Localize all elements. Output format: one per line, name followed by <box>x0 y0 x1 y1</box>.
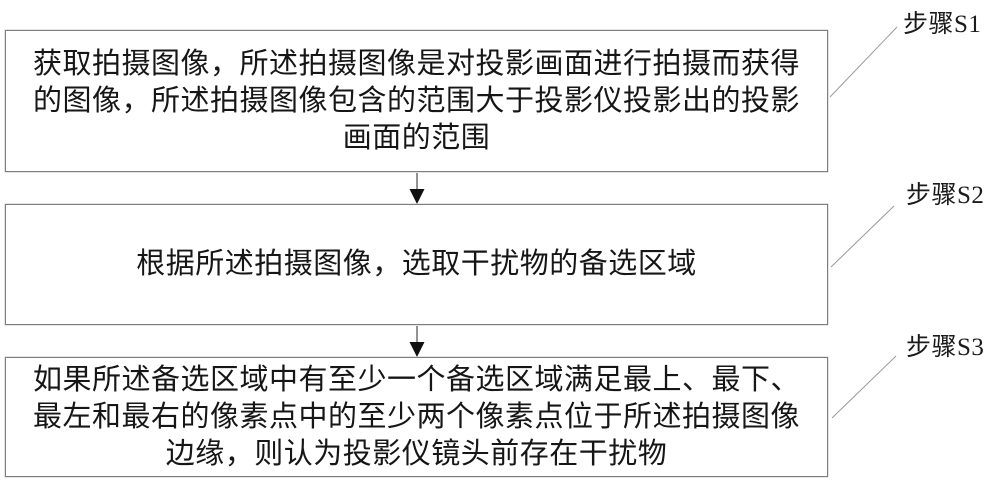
arrowhead-down-icon <box>409 189 425 204</box>
step-label-s1: 步骤S1 <box>903 11 982 38</box>
step-s2-text: 根据所述拍摄图像，选取干扰物的备选区域 <box>136 248 697 280</box>
step-box-s3: 如果所述备选区域中有至少一个备选区域满足最上、最下、最左和最右的像素点中的至少两… <box>5 357 828 477</box>
step-box-s1: 获取拍摄图像，所述拍摄图像是对投影画面进行拍摄而获得的图像，所述拍摄图像包含的范… <box>5 30 828 172</box>
step-s1-text: 获取拍摄图像，所述拍摄图像是对投影画面进行拍摄而获得的图像，所述拍摄图像包含的范… <box>32 47 800 154</box>
leader-line-s2 <box>830 205 895 268</box>
arrow-s1-to-s2 <box>409 173 425 204</box>
leader-line-s1 <box>829 26 898 98</box>
step-box-s2: 根据所述拍摄图像，选取干扰物的备选区域 <box>5 204 828 325</box>
step-label-s2: 步骤S2 <box>906 182 985 209</box>
arrow-s2-to-s3 <box>409 326 425 357</box>
arrowhead-down-icon <box>409 342 425 357</box>
step-label-s3: 步骤S3 <box>906 334 985 361</box>
step-s3-text: 如果所述备选区域中有至少一个备选区域满足最上、最下、最左和最右的像素点中的至少两… <box>32 363 800 470</box>
leader-line-s3 <box>831 355 897 419</box>
